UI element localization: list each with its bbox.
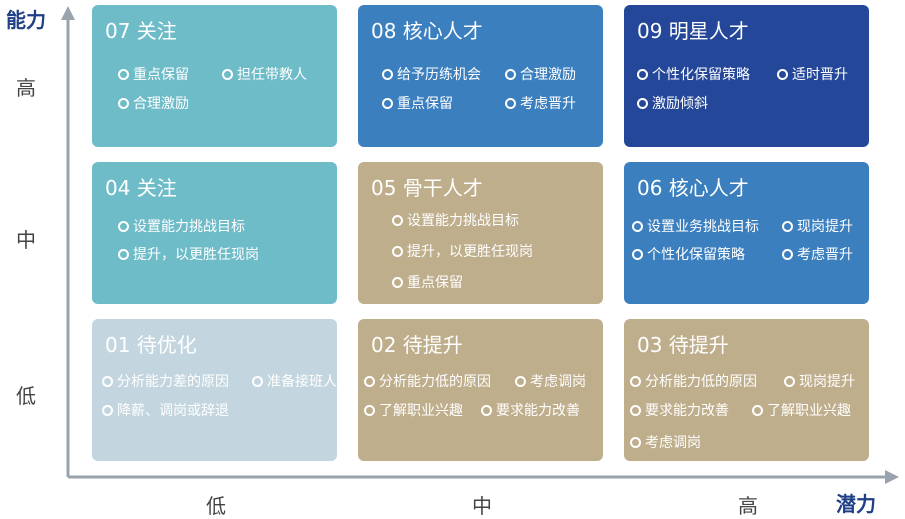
y-level-low: 低 bbox=[16, 384, 36, 408]
circle-bullet-icon bbox=[777, 68, 788, 80]
cell-06: 06 核心人才 设置业务挑战目标 现岗提升 个性化保留策略 考虑晋升 bbox=[624, 162, 869, 304]
y-axis-title: 能力 bbox=[6, 8, 46, 32]
list-item: 了解职业兴趣 bbox=[752, 402, 851, 420]
circle-bullet-icon bbox=[630, 375, 641, 387]
circle-bullet-icon bbox=[252, 375, 263, 387]
cell-04: 04 关注 设置能力挑战目标 提升，以更胜任现岗 bbox=[92, 162, 337, 304]
cell-05: 05 骨干人才 设置能力挑战目标 提升，以更胜任现岗 重点保留 bbox=[358, 162, 603, 304]
list-item: 要求能力改善 bbox=[630, 402, 729, 420]
list-item: 考虑调岗 bbox=[515, 373, 586, 391]
circle-bullet-icon bbox=[382, 97, 393, 109]
list-item: 降薪、调岗或辞退 bbox=[102, 402, 229, 420]
cell-09: 09 明星人才 个性化保留策略 适时晋升 激励倾斜 bbox=[624, 5, 869, 147]
list-item: 分析能力低的原因 bbox=[630, 373, 757, 391]
list-item: 适时晋升 bbox=[777, 66, 848, 84]
x-level-low: 低 bbox=[206, 494, 226, 518]
x-axis-arrow bbox=[885, 470, 899, 484]
circle-bullet-icon bbox=[782, 248, 793, 260]
list-item: 设置能力挑战目标 bbox=[392, 212, 519, 230]
circle-bullet-icon bbox=[630, 404, 641, 416]
list-item: 设置业务挑战目标 bbox=[632, 218, 759, 236]
circle-bullet-icon bbox=[102, 375, 113, 387]
list-item: 个性化保留策略 bbox=[637, 66, 750, 84]
circle-bullet-icon bbox=[505, 68, 516, 80]
cell-title: 01 待优化 bbox=[105, 333, 197, 357]
list-item: 合理激励 bbox=[118, 95, 189, 113]
circle-bullet-icon bbox=[637, 97, 648, 109]
circle-bullet-icon bbox=[392, 245, 403, 257]
cell-03: 03 待提升 分析能力低的原因 现岗提升 要求能力改善 了解职业兴趣 考虑调岗 bbox=[624, 319, 869, 461]
cell-title: 06 核心人才 bbox=[637, 176, 749, 200]
list-item: 给予历练机会 bbox=[382, 66, 481, 84]
list-item: 考虑晋升 bbox=[505, 95, 576, 113]
cell-02: 02 待提升 分析能力低的原因 考虑调岗 了解职业兴趣 要求能力改善 bbox=[358, 319, 603, 461]
list-item: 现岗提升 bbox=[782, 218, 853, 236]
circle-bullet-icon bbox=[481, 404, 492, 416]
cell-title: 02 待提升 bbox=[371, 333, 463, 357]
list-item: 分析能力低的原因 bbox=[364, 373, 491, 391]
x-axis-title: 潜力 bbox=[836, 492, 876, 516]
circle-bullet-icon bbox=[392, 214, 403, 226]
cell-title: 05 骨干人才 bbox=[371, 176, 483, 200]
circle-bullet-icon bbox=[392, 276, 403, 288]
list-item: 合理激励 bbox=[505, 66, 576, 84]
x-level-mid: 中 bbox=[472, 494, 492, 518]
list-item: 现岗提升 bbox=[784, 373, 855, 391]
list-item: 设置能力挑战目标 bbox=[118, 218, 245, 236]
list-item: 重点保留 bbox=[118, 66, 189, 84]
list-item: 提升，以更胜任现岗 bbox=[392, 243, 533, 261]
circle-bullet-icon bbox=[637, 68, 648, 80]
cell-01: 01 待优化 分析能力差的原因 准备接班人 降薪、调岗或辞退 bbox=[92, 319, 337, 461]
circle-bullet-icon bbox=[118, 97, 129, 109]
circle-bullet-icon bbox=[118, 220, 129, 232]
list-item: 考虑调岗 bbox=[630, 434, 701, 452]
list-item: 分析能力差的原因 bbox=[102, 373, 229, 391]
circle-bullet-icon bbox=[102, 404, 113, 416]
circle-bullet-icon bbox=[515, 375, 526, 387]
circle-bullet-icon bbox=[118, 68, 129, 80]
list-item: 提升，以更胜任现岗 bbox=[118, 246, 259, 264]
circle-bullet-icon bbox=[364, 375, 375, 387]
cell-title: 03 待提升 bbox=[637, 333, 729, 357]
list-item: 要求能力改善 bbox=[481, 402, 580, 420]
list-item: 了解职业兴趣 bbox=[364, 402, 463, 420]
circle-bullet-icon bbox=[752, 404, 763, 416]
y-level-high: 高 bbox=[16, 76, 36, 100]
list-item: 重点保留 bbox=[392, 274, 463, 292]
circle-bullet-icon bbox=[782, 220, 793, 232]
cell-07: 07 关注 重点保留 担任带教人 合理激励 bbox=[92, 5, 337, 147]
cell-title: 07 关注 bbox=[105, 19, 177, 43]
x-level-high: 高 bbox=[738, 494, 758, 518]
circle-bullet-icon bbox=[222, 68, 233, 80]
circle-bullet-icon bbox=[382, 68, 393, 80]
list-item: 激励倾斜 bbox=[637, 95, 708, 113]
list-item: 重点保留 bbox=[382, 95, 453, 113]
cell-title: 04 关注 bbox=[105, 176, 177, 200]
cell-title: 09 明星人才 bbox=[637, 19, 749, 43]
circle-bullet-icon bbox=[632, 220, 643, 232]
circle-bullet-icon bbox=[118, 248, 129, 260]
list-item: 担任带教人 bbox=[222, 66, 307, 84]
circle-bullet-icon bbox=[505, 97, 516, 109]
cell-08: 08 核心人才 给予历练机会 合理激励 重点保留 考虑晋升 bbox=[358, 5, 603, 147]
y-axis-arrow bbox=[61, 6, 75, 20]
circle-bullet-icon bbox=[784, 375, 795, 387]
circle-bullet-icon bbox=[630, 436, 641, 448]
cell-title: 08 核心人才 bbox=[371, 19, 483, 43]
circle-bullet-icon bbox=[632, 248, 643, 260]
list-item: 考虑晋升 bbox=[782, 246, 853, 264]
list-item: 个性化保留策略 bbox=[632, 246, 745, 264]
circle-bullet-icon bbox=[364, 404, 375, 416]
y-level-mid: 中 bbox=[16, 228, 36, 252]
list-item: 准备接班人 bbox=[252, 373, 337, 391]
